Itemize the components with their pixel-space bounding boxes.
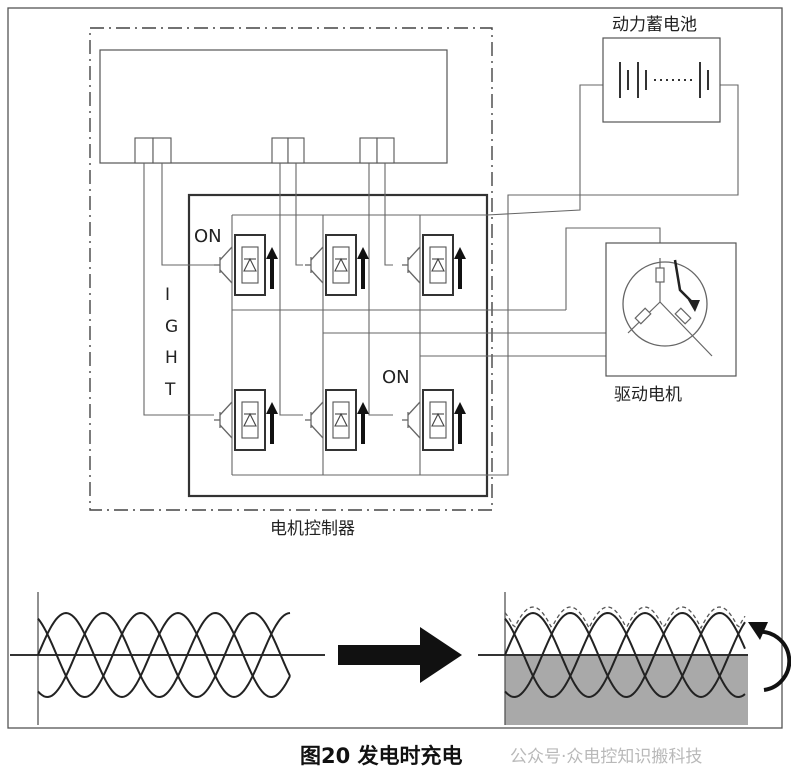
controller-label: 电机控制器 bbox=[270, 519, 355, 539]
motor-stator bbox=[622, 261, 708, 347]
charge-area bbox=[505, 655, 748, 725]
driver-connector-1 bbox=[134, 137, 154, 164]
transition-arrow-icon bbox=[338, 627, 462, 683]
rotation-arrowhead-icon bbox=[688, 300, 700, 312]
rotate-arrowhead-icon bbox=[748, 622, 768, 640]
motor-label: 驱动电机 bbox=[614, 385, 682, 405]
motor-box bbox=[605, 242, 737, 377]
igbt-upper-w bbox=[402, 234, 466, 296]
ight-letter-4: T bbox=[164, 380, 176, 400]
outer-frame bbox=[7, 7, 783, 729]
figure-caption: 图20 发电时充电 bbox=[300, 744, 463, 768]
driver-connector-5 bbox=[359, 137, 378, 164]
phase-wave-3 bbox=[37, 611, 291, 699]
watermark: 公众号·众电控知识搬科技 bbox=[510, 747, 703, 767]
battery-label: 动力蓄电池 bbox=[612, 15, 697, 35]
rectified-envelope bbox=[504, 606, 746, 630]
phase-wave-2 bbox=[37, 611, 291, 699]
driver-connector-2 bbox=[152, 137, 172, 164]
bus-wiring bbox=[231, 84, 739, 476]
on-label-bottom: ON bbox=[382, 367, 410, 388]
driver-connector-4 bbox=[287, 137, 305, 164]
phase-wave-1 bbox=[504, 611, 746, 699]
phase-wave-3 bbox=[504, 611, 746, 699]
phase-wave-2 bbox=[504, 611, 746, 699]
igbt-lower-w bbox=[402, 389, 466, 451]
controller-boundary bbox=[89, 27, 493, 511]
phase-wave-1 bbox=[37, 611, 291, 699]
on-label-top: ON bbox=[194, 226, 222, 247]
inverter-box bbox=[187, 193, 489, 498]
battery-cells bbox=[619, 62, 709, 98]
ight-letter-1: I bbox=[165, 285, 170, 305]
igbt-array bbox=[214, 234, 466, 451]
driver-connector-6 bbox=[376, 137, 395, 164]
left-three-phase-waves bbox=[37, 611, 291, 699]
motor-windings bbox=[627, 258, 713, 357]
igbt-upper-u bbox=[214, 234, 278, 296]
igbt-lower-u bbox=[214, 389, 278, 451]
ight-letter-2: G bbox=[165, 317, 178, 337]
igbt-lower-v bbox=[305, 389, 369, 451]
ight-letter-3: H bbox=[165, 348, 178, 368]
right-three-phase-waves bbox=[504, 606, 746, 699]
gate-wires bbox=[143, 163, 393, 416]
driver-connector-3 bbox=[271, 137, 289, 164]
rotate-arrow-icon bbox=[755, 629, 791, 692]
igbt-upper-v bbox=[305, 234, 369, 296]
